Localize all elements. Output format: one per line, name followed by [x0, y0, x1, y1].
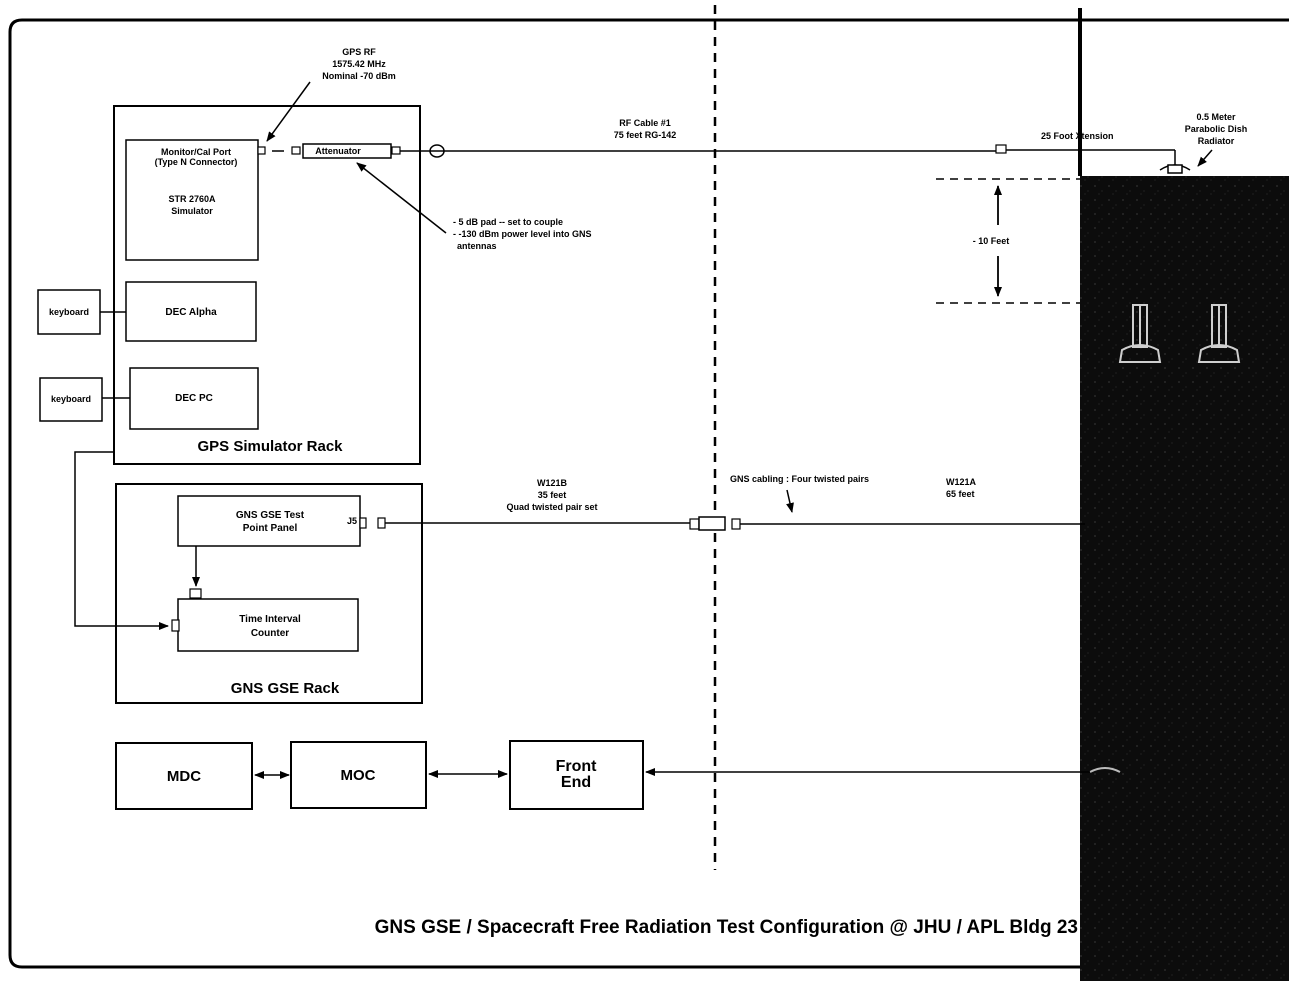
tic-top-connector: [190, 589, 201, 598]
gps-rf-arrow: [267, 82, 310, 141]
w121b-line1: W121B: [537, 478, 568, 488]
attenuator-output-connector: [392, 147, 400, 154]
xtension-label: 25 Foot Xtension: [1041, 131, 1114, 141]
dish-arrow: [1198, 150, 1212, 166]
gps-rf-line1: GPS RF: [342, 47, 376, 57]
mdc-label: MDC: [167, 768, 201, 785]
gps-to-tic-cable: [75, 452, 168, 626]
j5-label: J5: [347, 516, 357, 526]
dish-line1: 0.5 Meter: [1196, 112, 1236, 122]
keyboard-2-label: keyboard: [51, 394, 91, 404]
front-end-line2: End: [561, 774, 591, 791]
rf-cable-line1: RF Cable #1: [619, 118, 671, 128]
keyboard-1-label: keyboard: [49, 307, 89, 317]
j5-connector: [360, 518, 366, 528]
j5-cable-connector: [378, 518, 385, 528]
spacecraft-dark-region: [1080, 176, 1289, 981]
tic-line1: Time Interval: [239, 614, 301, 625]
monitor-port-line1: Monitor/Cal Port: [161, 147, 231, 157]
pad-note-line1: - 5 dB pad -- set to couple: [453, 217, 563, 227]
test-point-panel-box: [178, 496, 360, 546]
pad-note-line2: - -130 dBm power level into GNS: [453, 229, 592, 239]
xtension-connector: [996, 145, 1006, 153]
w121-bulkhead: [699, 517, 725, 530]
attenuator-input-connector: [292, 147, 300, 154]
dec-pc-label: DEC PC: [175, 393, 213, 404]
tic-left-connector: [172, 620, 179, 631]
simulator-line1: STR 2760A: [168, 194, 216, 204]
tic-line2: Counter: [251, 628, 289, 639]
diagram-caption: GNS GSE / Spacecraft Free Radiation Test…: [375, 917, 1078, 938]
front-end-line1: Front: [556, 758, 598, 775]
gps-rf-line3: Nominal -70 dBm: [322, 71, 396, 81]
time-interval-counter-box: [178, 599, 358, 651]
w121a-line1: W121A: [946, 477, 977, 487]
w121b-line2: 35 feet: [538, 490, 567, 500]
moc-label: MOC: [341, 767, 376, 784]
simulator-line2: Simulator: [171, 206, 213, 216]
dec-alpha-label: DEC Alpha: [165, 307, 217, 318]
attenuator-label: Attenuator: [315, 146, 361, 156]
gns-cabling-arrow: [787, 490, 792, 512]
w121-right-connector: [732, 519, 740, 529]
pad-note-line3: antennas: [457, 241, 497, 251]
monitor-port-line2: (Type N Connector): [155, 157, 238, 167]
w121b-line3: Quad twisted pair set: [506, 502, 597, 512]
dish-line3: Radiator: [1198, 136, 1235, 146]
rf-cable-line2: 75 feet RG-142: [614, 130, 677, 140]
gps-rf-line2: 1575.42 MHz: [332, 59, 386, 69]
w121a-line2: 65 feet: [946, 489, 975, 499]
gns-cabling-label: GNS cabling : Four twisted pairs: [730, 474, 869, 484]
w121-left-connector: [690, 519, 699, 529]
dish-line2: Parabolic Dish: [1185, 124, 1248, 134]
parabolic-dish-icon: [1160, 165, 1190, 173]
monitor-port-connector: [258, 147, 265, 154]
distance-label: - 10 Feet: [973, 236, 1010, 246]
gse-rack-label: GNS GSE Rack: [231, 680, 340, 697]
pad-note-arrow: [357, 163, 446, 233]
test-point-line1: GNS GSE Test: [236, 510, 305, 521]
gps-rack-label: GPS Simulator Rack: [197, 438, 343, 455]
test-point-line2: Point Panel: [243, 523, 298, 534]
